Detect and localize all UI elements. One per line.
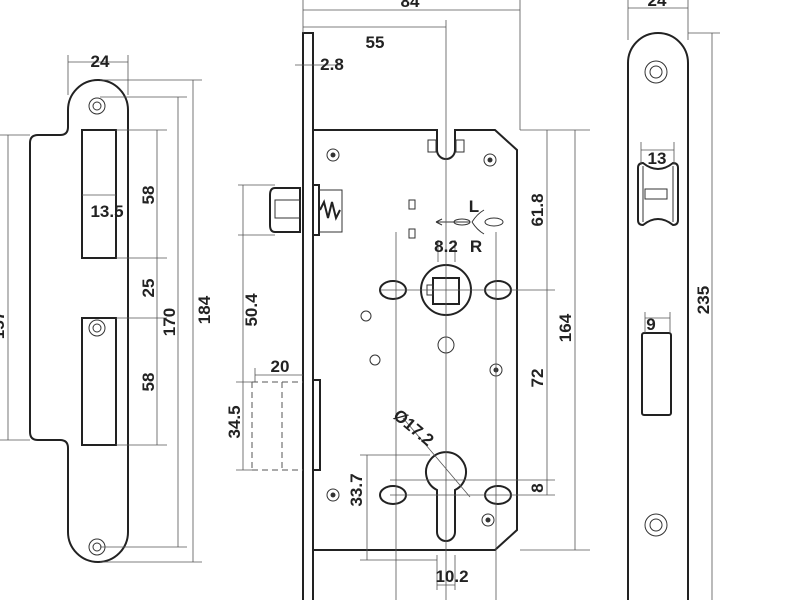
total-depth-label: 84 bbox=[401, 0, 420, 11]
cylinder-height-label: 33.7 bbox=[347, 473, 366, 506]
cylinder-diameter-label: Ø17.2 bbox=[390, 406, 438, 450]
screw-icon bbox=[326, 488, 340, 502]
faceplate-thickness-label: 2.8 bbox=[320, 55, 344, 74]
deadbolt-face bbox=[312, 379, 321, 471]
bolt-projection-label: 20 bbox=[271, 357, 290, 376]
strike-height-label: 184 bbox=[195, 295, 214, 324]
bolt-width-label: 9 bbox=[646, 315, 655, 334]
latch-window bbox=[637, 161, 679, 227]
faceplate-height-label: 235 bbox=[694, 286, 713, 314]
lock-body bbox=[236, 0, 590, 600]
strike-hole-spacing-label: 170 bbox=[160, 308, 179, 336]
strike-window-width-label: 13.5 bbox=[90, 202, 123, 221]
backset-label: 55 bbox=[366, 33, 385, 52]
lock-faceplate-edge bbox=[302, 32, 314, 600]
case-height-label: 164 bbox=[556, 313, 575, 342]
latch-bolt bbox=[269, 184, 343, 236]
handing-arrow-icon bbox=[435, 209, 504, 235]
hand-indicator-slot bbox=[408, 199, 416, 210]
screw-hole-icon bbox=[88, 319, 106, 337]
spindle-square-label: 8.2 bbox=[434, 237, 458, 256]
strike-window-bottom bbox=[81, 317, 117, 446]
cylinder-offset-label: 8 bbox=[528, 483, 547, 492]
strike-gap-label: 25 bbox=[139, 279, 158, 298]
latch-width-label: 13 bbox=[648, 149, 667, 168]
screw-icon bbox=[483, 153, 497, 167]
cylinder-width-label: 10.2 bbox=[435, 567, 468, 586]
hand-left-label: L bbox=[469, 197, 479, 216]
screw-hole-icon bbox=[644, 60, 668, 84]
strike-window-top bbox=[81, 129, 117, 259]
strike-plate bbox=[0, 55, 202, 563]
bolt-window bbox=[641, 332, 672, 416]
hand-indicator-slot bbox=[408, 228, 416, 239]
latch-to-spindle-label: 50.4 bbox=[242, 293, 261, 327]
lock-faceplate bbox=[627, 0, 720, 600]
strike-window-bottom-label: 58 bbox=[139, 373, 158, 392]
bolt-height-label: 34.5 bbox=[225, 405, 244, 438]
strike-width-label: 24 bbox=[91, 52, 110, 71]
hand-right-label: R bbox=[470, 237, 482, 256]
screw-hole-icon bbox=[644, 513, 668, 537]
faceplate-width-label: 24 bbox=[648, 0, 667, 10]
strike-lip-height-label: 157 bbox=[0, 311, 8, 339]
screw-hole-icon bbox=[88, 97, 106, 115]
screw-icon bbox=[326, 148, 340, 162]
screw-icon bbox=[481, 513, 495, 527]
strike-window-top-label: 58 bbox=[139, 186, 158, 205]
spindle-to-cylinder-label: 72 bbox=[528, 369, 547, 388]
top-to-spindle-label: 61.8 bbox=[528, 193, 547, 226]
